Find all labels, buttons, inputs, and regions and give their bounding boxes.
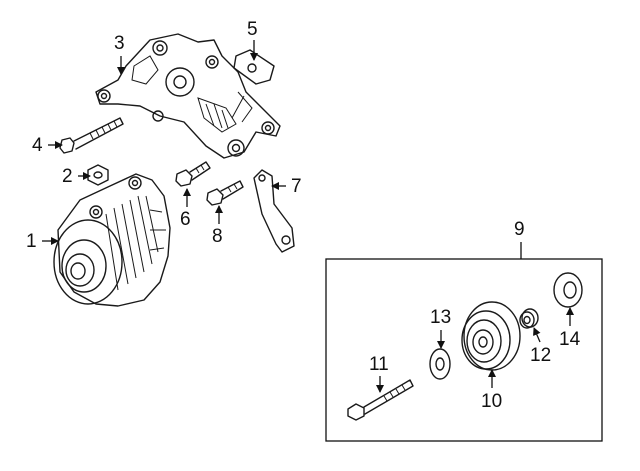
callout-11: 11 — [369, 354, 389, 375]
bolt-8-drawing — [206, 180, 244, 206]
nut-drawing — [87, 164, 109, 186]
callout-5: 5 — [247, 19, 258, 40]
alternator-drawing — [53, 173, 171, 307]
bolt-6-drawing — [175, 161, 211, 187]
callout-2: 2 — [62, 166, 73, 187]
callout-1: 1 — [26, 231, 37, 252]
callout-3: 3 — [114, 33, 125, 54]
callout-12: 12 — [530, 345, 552, 366]
callout-10: 10 — [481, 391, 503, 412]
kit-box — [325, 258, 603, 442]
callout-8: 8 — [212, 226, 223, 247]
pulley-bolt-drawing — [347, 379, 414, 421]
washer-13-drawing — [429, 348, 451, 380]
mounting-bracket-drawing — [95, 33, 281, 159]
leader-12 — [533, 327, 541, 343]
callout-9: 9 — [514, 219, 525, 240]
callout-14: 14 — [559, 329, 581, 350]
support-strap-drawing — [253, 169, 295, 253]
callout-4: 4 — [32, 135, 43, 156]
spacer-drawing — [519, 308, 539, 329]
long-bolt-drawing — [59, 117, 124, 154]
callout-7: 7 — [291, 176, 302, 197]
idler-pulley-drawing — [461, 301, 521, 371]
callout-6: 6 — [180, 209, 191, 230]
washer-14-drawing — [553, 272, 583, 308]
clip-drawing — [233, 49, 275, 85]
callout-13: 13 — [430, 307, 452, 328]
